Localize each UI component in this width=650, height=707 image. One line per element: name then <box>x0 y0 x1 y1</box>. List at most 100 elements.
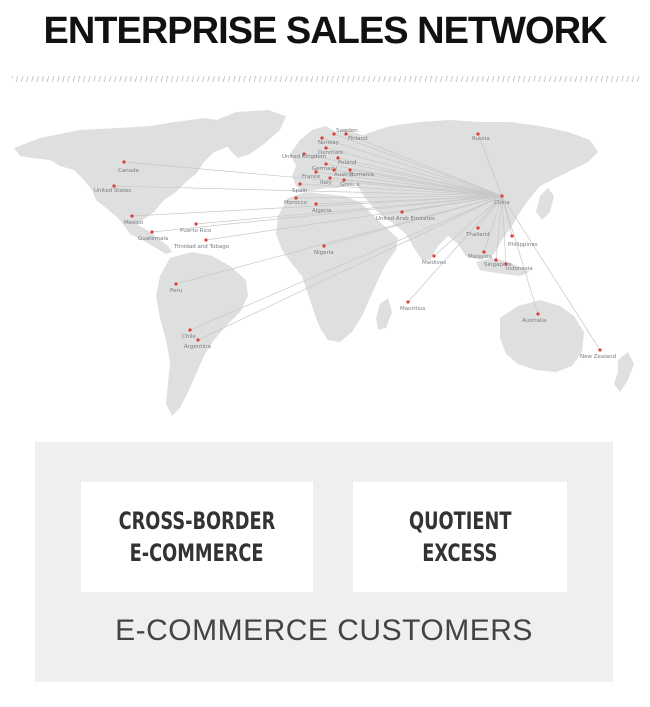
marker-canada <box>122 160 126 164</box>
label-guatemala: Guatemala <box>138 236 168 242</box>
route-romania <box>349 169 503 197</box>
land-maritime-asia <box>476 258 530 276</box>
route-new-zealand <box>501 195 601 351</box>
label-australia: Australia <box>522 318 546 324</box>
label-france: France <box>302 174 321 180</box>
marker-maldives <box>432 254 436 258</box>
dotted-divider <box>12 76 640 82</box>
label-mexico: Mexico <box>124 220 144 226</box>
marker-indonesia <box>504 262 508 266</box>
route-finland <box>345 133 503 197</box>
marker-australia <box>536 312 540 316</box>
route-russia <box>477 133 503 197</box>
sales-routes <box>113 133 601 351</box>
marker-greece <box>342 178 346 182</box>
label-romania: Romania <box>350 172 374 178</box>
route-sweden <box>333 133 503 197</box>
card-line: CROSS-BORDER <box>118 507 276 535</box>
route-peru <box>175 195 503 285</box>
marker-peru <box>174 282 178 286</box>
route-trinidad-and-tobago <box>205 195 503 241</box>
marker-algeria <box>314 202 318 206</box>
land-australia <box>500 300 584 372</box>
marker-argentina <box>196 338 200 342</box>
marker-spain <box>298 182 302 186</box>
marker-sweden <box>332 132 336 136</box>
label-puerto-rico: Puerto Rico <box>180 228 212 234</box>
label-germany: Germany <box>312 166 338 172</box>
route-canada <box>123 161 503 197</box>
route-guatemala <box>151 195 503 233</box>
label-norway: Norway <box>318 140 340 146</box>
marker-germany <box>324 162 328 166</box>
label-nigeria: Nigeria <box>314 250 334 256</box>
marker-austria <box>332 168 336 172</box>
label-greece: Greece <box>340 182 360 188</box>
marker-mexico <box>130 214 134 218</box>
label-united-kingdom: United Kingdom <box>282 154 326 160</box>
label-denmark: Denmark <box>318 150 344 156</box>
marker-guatemala <box>150 230 154 234</box>
label-china: China <box>494 200 510 206</box>
label-finland: Finland <box>348 136 368 142</box>
marker-mauritius <box>406 300 410 304</box>
route-indonesia <box>501 195 507 265</box>
label-spain: Spain <box>292 188 308 194</box>
land-north-america <box>14 118 240 234</box>
route-malaysia <box>483 195 503 253</box>
marker-france <box>314 170 318 174</box>
label-russia: Russia <box>472 136 490 142</box>
label-chile: Chile <box>182 334 196 340</box>
label-canada: Canada <box>118 168 139 174</box>
route-australia <box>501 195 539 315</box>
marker-italy <box>328 176 332 180</box>
label-morocco: Morocco <box>284 200 308 206</box>
route-austria <box>333 169 503 197</box>
route-united-arab-emirates <box>401 195 503 213</box>
route-mauritius <box>407 195 503 303</box>
land-greenland <box>212 110 286 158</box>
label-poland: Poland <box>338 160 356 166</box>
label-italy: Italy <box>320 180 333 186</box>
land-madagascar <box>376 298 392 330</box>
label-algeria: Algeria <box>312 208 331 214</box>
label-indonesia: Indonesia <box>506 266 533 272</box>
card-line: EXCESS <box>422 539 498 567</box>
marker-thailand <box>476 226 480 230</box>
route-chile <box>189 195 503 331</box>
marker-finland <box>344 132 348 136</box>
label-peru: Peru <box>170 288 182 294</box>
marker-new-zealand <box>598 348 602 352</box>
marker-norway <box>320 136 324 140</box>
label-maldives: Maldives <box>422 260 446 266</box>
label-new-zealand: New Zealand <box>580 354 616 360</box>
route-united-kingdom <box>303 153 503 197</box>
marker-puerto-rico <box>194 222 198 226</box>
marker-nigeria <box>322 244 326 248</box>
marker-trinidad-and-tobago <box>204 238 208 242</box>
label-singapore: Singapore <box>484 262 512 268</box>
marker-romania <box>348 168 352 172</box>
card-line: QUOTIENT <box>408 507 512 535</box>
label-malaysia: Malaysia <box>468 254 492 260</box>
label-austria: Austria <box>334 172 353 178</box>
card-quotient-excess: QUOTIENT EXCESS <box>353 482 567 592</box>
land-japan <box>536 188 554 220</box>
route-philippines <box>501 195 513 237</box>
label-trinidad-and-tobago: Trinidad and Tobago <box>173 244 230 250</box>
marker-philippines <box>510 234 514 238</box>
marker-united-states <box>112 184 116 188</box>
marker-united-kingdom <box>302 152 306 156</box>
marker-united-arab-emirates <box>400 210 404 214</box>
route-argentina <box>197 195 503 341</box>
route-algeria <box>315 195 503 205</box>
land-central-america <box>126 226 172 254</box>
marker-singapore <box>494 258 498 262</box>
route-norway <box>321 137 503 197</box>
marker-denmark <box>324 146 328 150</box>
label-thailand: Thailand <box>465 232 490 238</box>
customer-panel: CROSS-BORDER E-COMMERCE QUOTIENT EXCESS … <box>35 442 613 682</box>
marker-russia <box>476 132 480 136</box>
route-morocco <box>295 195 503 199</box>
